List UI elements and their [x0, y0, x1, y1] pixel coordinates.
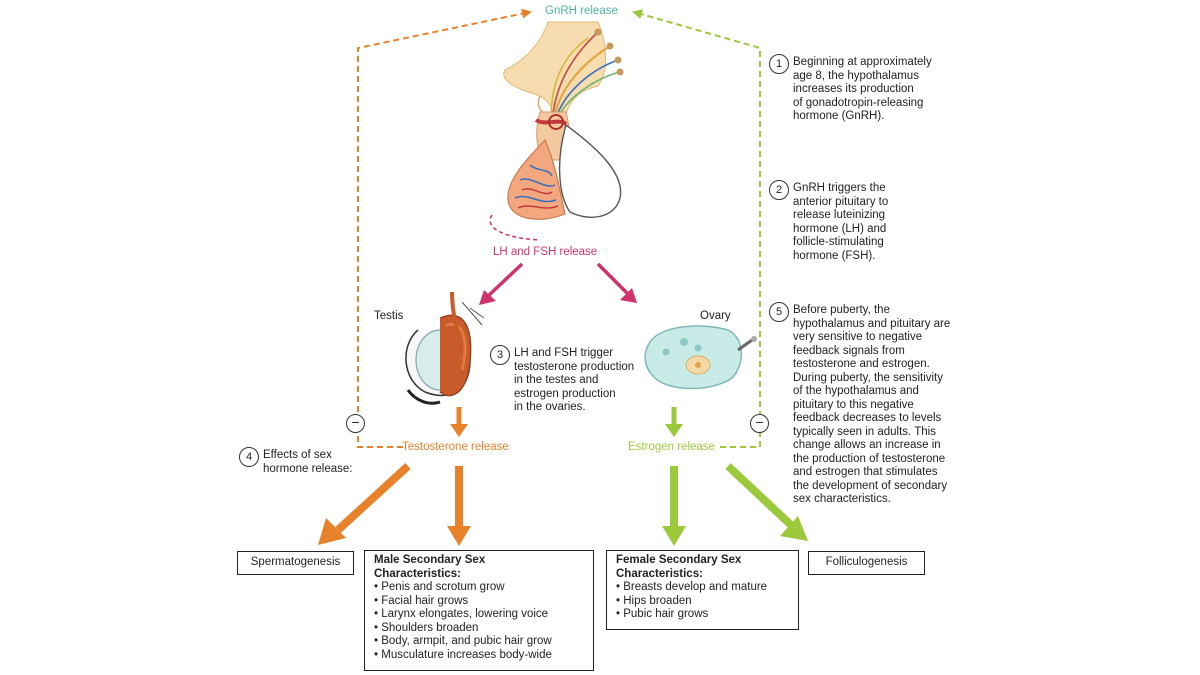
male-characteristics-list: Penis and scrotum grow Facial hair grows…: [374, 581, 586, 662]
list-item: Penis and scrotum grow: [374, 581, 586, 595]
male-characteristics-title: Male Secondary Sex Characteristics:: [374, 554, 486, 580]
step-number: 3: [490, 345, 510, 365]
arrow-to-testis: [479, 262, 524, 305]
arrow-to-ovary: [596, 262, 637, 303]
step-text: GnRH triggers the anterior pituitary to …: [793, 182, 889, 262]
testis-illustration: [405, 291, 485, 405]
female-characteristics-title: Female Secondary Sex Characteristics:: [616, 554, 742, 580]
female-characteristics-box: Female Secondary Sex Characteristics: Br…: [606, 550, 799, 630]
step-text: LH and FSH trigger testosterone producti…: [514, 347, 635, 413]
estrogen-release-label: Estrogen release: [628, 441, 715, 453]
male-characteristics-box: Male Secondary Sex Characteristics: Peni…: [364, 550, 594, 671]
feedback-loop-testosterone: [357, 8, 532, 448]
hypothalamus-pituitary-illustration: [489, 21, 624, 241]
list-item: Body, armpit, and pubic hair grow: [374, 635, 586, 649]
ovary-label: Ovary: [700, 310, 731, 322]
arrow-ovary-to-estrogen: [665, 407, 683, 437]
step-5: 5 Before puberty, the hypothalamus and p…: [769, 302, 951, 507]
gnrh-release-label: GnRH release: [545, 5, 618, 17]
step-number: 5: [769, 302, 789, 322]
negative-feedback-marker-right: −: [750, 414, 769, 433]
step-1: 1 Beginning at approximately age 8, the …: [769, 54, 932, 124]
step-text: Effects of sex hormone release:: [263, 449, 353, 475]
list-item: Facial hair grows: [374, 595, 586, 609]
arrow-to-female-characteristics: [662, 466, 686, 546]
lh-fsh-release-label: LH and FSH release: [493, 246, 598, 258]
ovary-illustration: [644, 325, 757, 390]
arrow-to-spermatogenesis: [318, 463, 411, 545]
arrow-to-male-characteristics: [447, 466, 471, 546]
list-item: Musculature increases body-wide: [374, 649, 586, 663]
arrow-testis-to-testosterone: [450, 407, 468, 437]
list-item: Pubic hair grows: [616, 608, 791, 622]
testis-label: Testis: [374, 310, 404, 322]
step-3: 3 LH and FSH trigger testosterone produc…: [490, 345, 635, 415]
step-4: 4 Effects of sex hormone release:: [239, 447, 353, 476]
folliculogenesis-box: Folliculogenesis: [808, 551, 925, 575]
list-item: Shoulders broaden: [374, 622, 586, 636]
step-number: 2: [769, 180, 789, 200]
step-text: Beginning at approximately age 8, the hy…: [793, 56, 932, 122]
testosterone-release-label: Testosterone release: [402, 441, 509, 453]
feedback-loop-estrogen: [632, 9, 761, 448]
spermatogenesis-box: Spermatogenesis: [237, 551, 354, 575]
arrow-to-folliculogenesis: [725, 463, 808, 541]
step-text: Before puberty, the hypothalamus and pit…: [793, 304, 951, 505]
list-item: Hips broaden: [616, 595, 791, 609]
list-item: Breasts develop and mature: [616, 581, 791, 595]
step-number: 4: [239, 447, 259, 467]
negative-feedback-marker-left: −: [346, 414, 365, 433]
list-item: Larynx elongates, lowering voice: [374, 608, 586, 622]
step-2: 2 GnRH triggers the anterior pituitary t…: [769, 180, 889, 263]
female-characteristics-list: Breasts develop and mature Hips broaden …: [616, 581, 791, 622]
step-number: 1: [769, 54, 789, 74]
